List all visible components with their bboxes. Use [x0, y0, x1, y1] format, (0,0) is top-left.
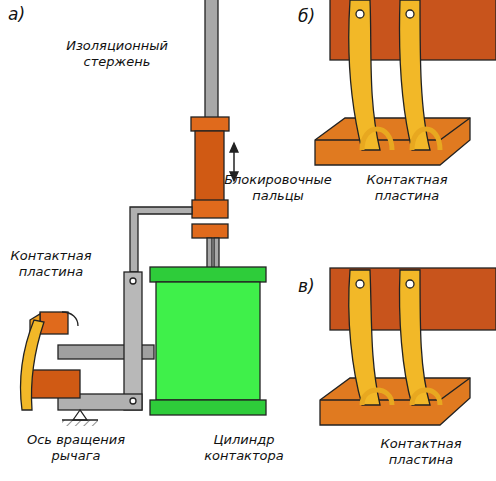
panel-letter: в) — [298, 276, 338, 296]
part-label: Блокировочные пальцы — [222, 172, 334, 204]
panel-letter: б) — [298, 6, 338, 26]
part-label: Контактная пластина — [352, 172, 462, 204]
part-label: Контактная пластина — [6, 248, 96, 280]
part-label: Ось вращения рычага — [20, 432, 132, 464]
part-label: Контактная пластина — [366, 436, 476, 468]
part-label: Изоляционный стержень — [62, 38, 172, 70]
panel-letter: а) — [8, 4, 48, 24]
part-label: Цилиндр контактора — [184, 432, 304, 464]
